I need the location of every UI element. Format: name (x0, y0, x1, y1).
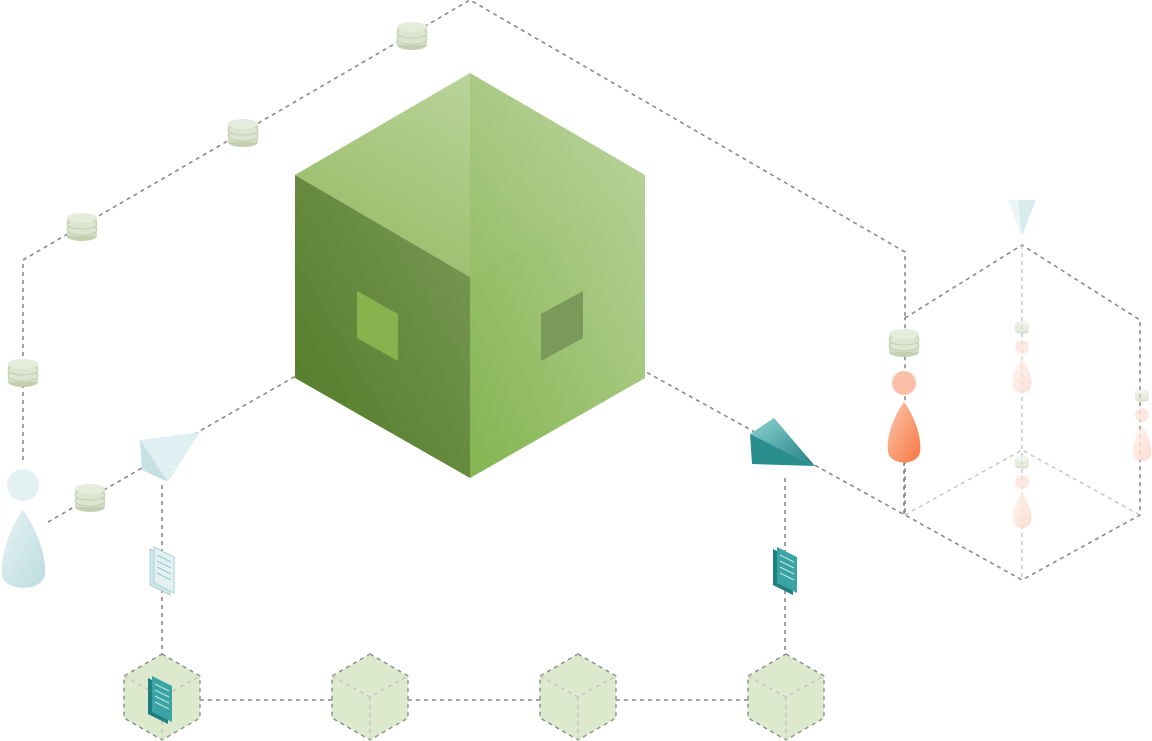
document-icon (149, 546, 175, 596)
database-icon (1015, 320, 1029, 334)
cube-icon (539, 653, 617, 741)
pyramid-icon (750, 418, 815, 466)
document-icon (772, 546, 798, 596)
database-icon (66, 212, 98, 242)
person-icon (1012, 475, 1032, 528)
person-icon (1012, 340, 1032, 393)
cube-window-right (541, 291, 583, 361)
pyramid-icon (140, 432, 200, 482)
database-icon (227, 118, 259, 148)
wireframe-cube (904, 244, 1141, 581)
cube-icon (331, 653, 409, 741)
database-icon (396, 21, 428, 51)
database-icon (1135, 388, 1149, 402)
database-icon (888, 328, 920, 358)
person-icon (1, 469, 46, 588)
cube-window-left (357, 291, 398, 361)
pyramid-icon (1008, 200, 1036, 236)
person-icon (887, 371, 921, 463)
database-icon (1015, 455, 1029, 469)
database-icon (7, 358, 39, 388)
person-icon (1132, 408, 1152, 461)
main-cube (295, 73, 645, 478)
cube-icon (747, 653, 825, 741)
database-icon (74, 483, 106, 513)
